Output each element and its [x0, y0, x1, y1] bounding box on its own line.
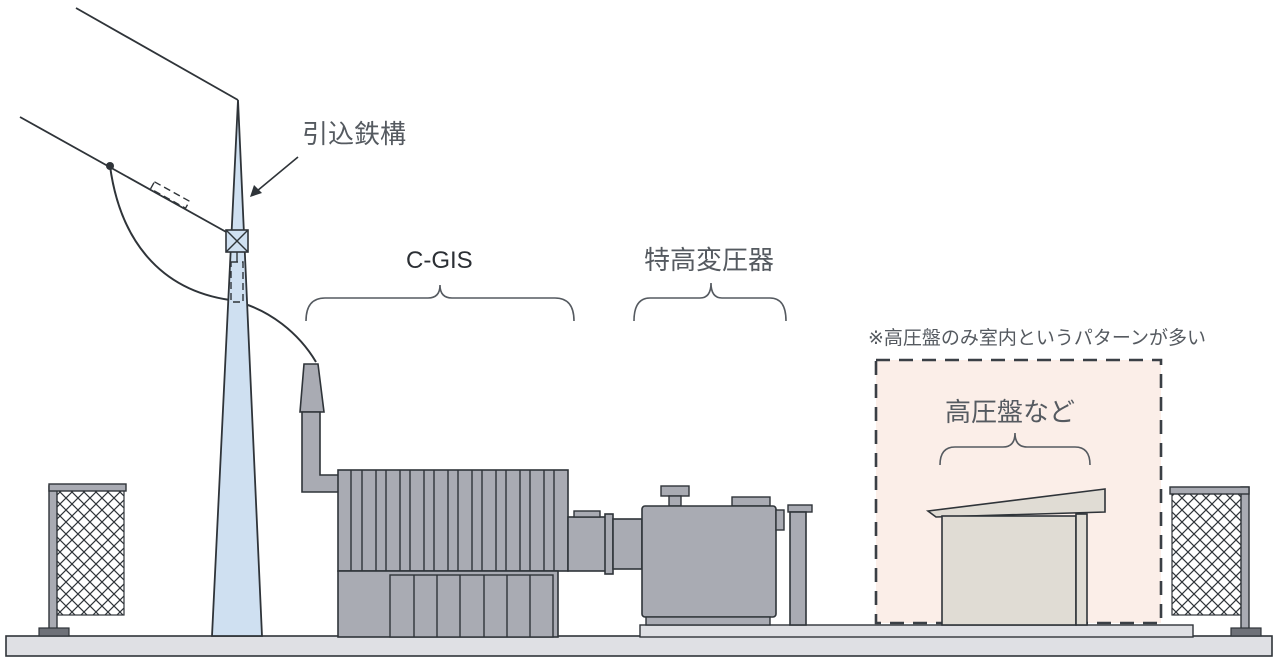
overhead-line-upper — [75, 7, 239, 101]
panel-label: 高圧盤など — [945, 398, 1076, 428]
tower-pointer-arrow — [256, 156, 299, 192]
cgis-brace — [305, 284, 575, 322]
incoming-steel-tower — [211, 99, 263, 637]
cgis-bushing — [299, 363, 341, 493]
overhead-line-lower — [19, 116, 238, 239]
tower-switch — [225, 229, 249, 303]
line-insulator — [149, 180, 191, 210]
cgis-label: C-GIS — [406, 247, 473, 274]
cgis-body — [337, 469, 569, 638]
transformer-label: 特高変圧器 — [644, 246, 775, 276]
tower-label: 引込鉄構 — [302, 120, 407, 150]
indoor-note: ※高圧盤のみ室内というパターンが多い — [868, 327, 1206, 349]
panel-brace — [939, 432, 1091, 466]
high-voltage-panel — [925, 488, 1106, 626]
extra-high-voltage-transformer — [641, 485, 813, 626]
fence-left — [38, 483, 127, 637]
transformer-brace — [633, 282, 787, 322]
ground-base — [5, 635, 1273, 657]
drop-cable — [109, 165, 317, 363]
equipment-platform — [639, 624, 1194, 638]
fence-right — [1169, 486, 1262, 637]
tower-pointer-arrowhead — [250, 185, 262, 197]
bus-duct — [567, 510, 643, 575]
